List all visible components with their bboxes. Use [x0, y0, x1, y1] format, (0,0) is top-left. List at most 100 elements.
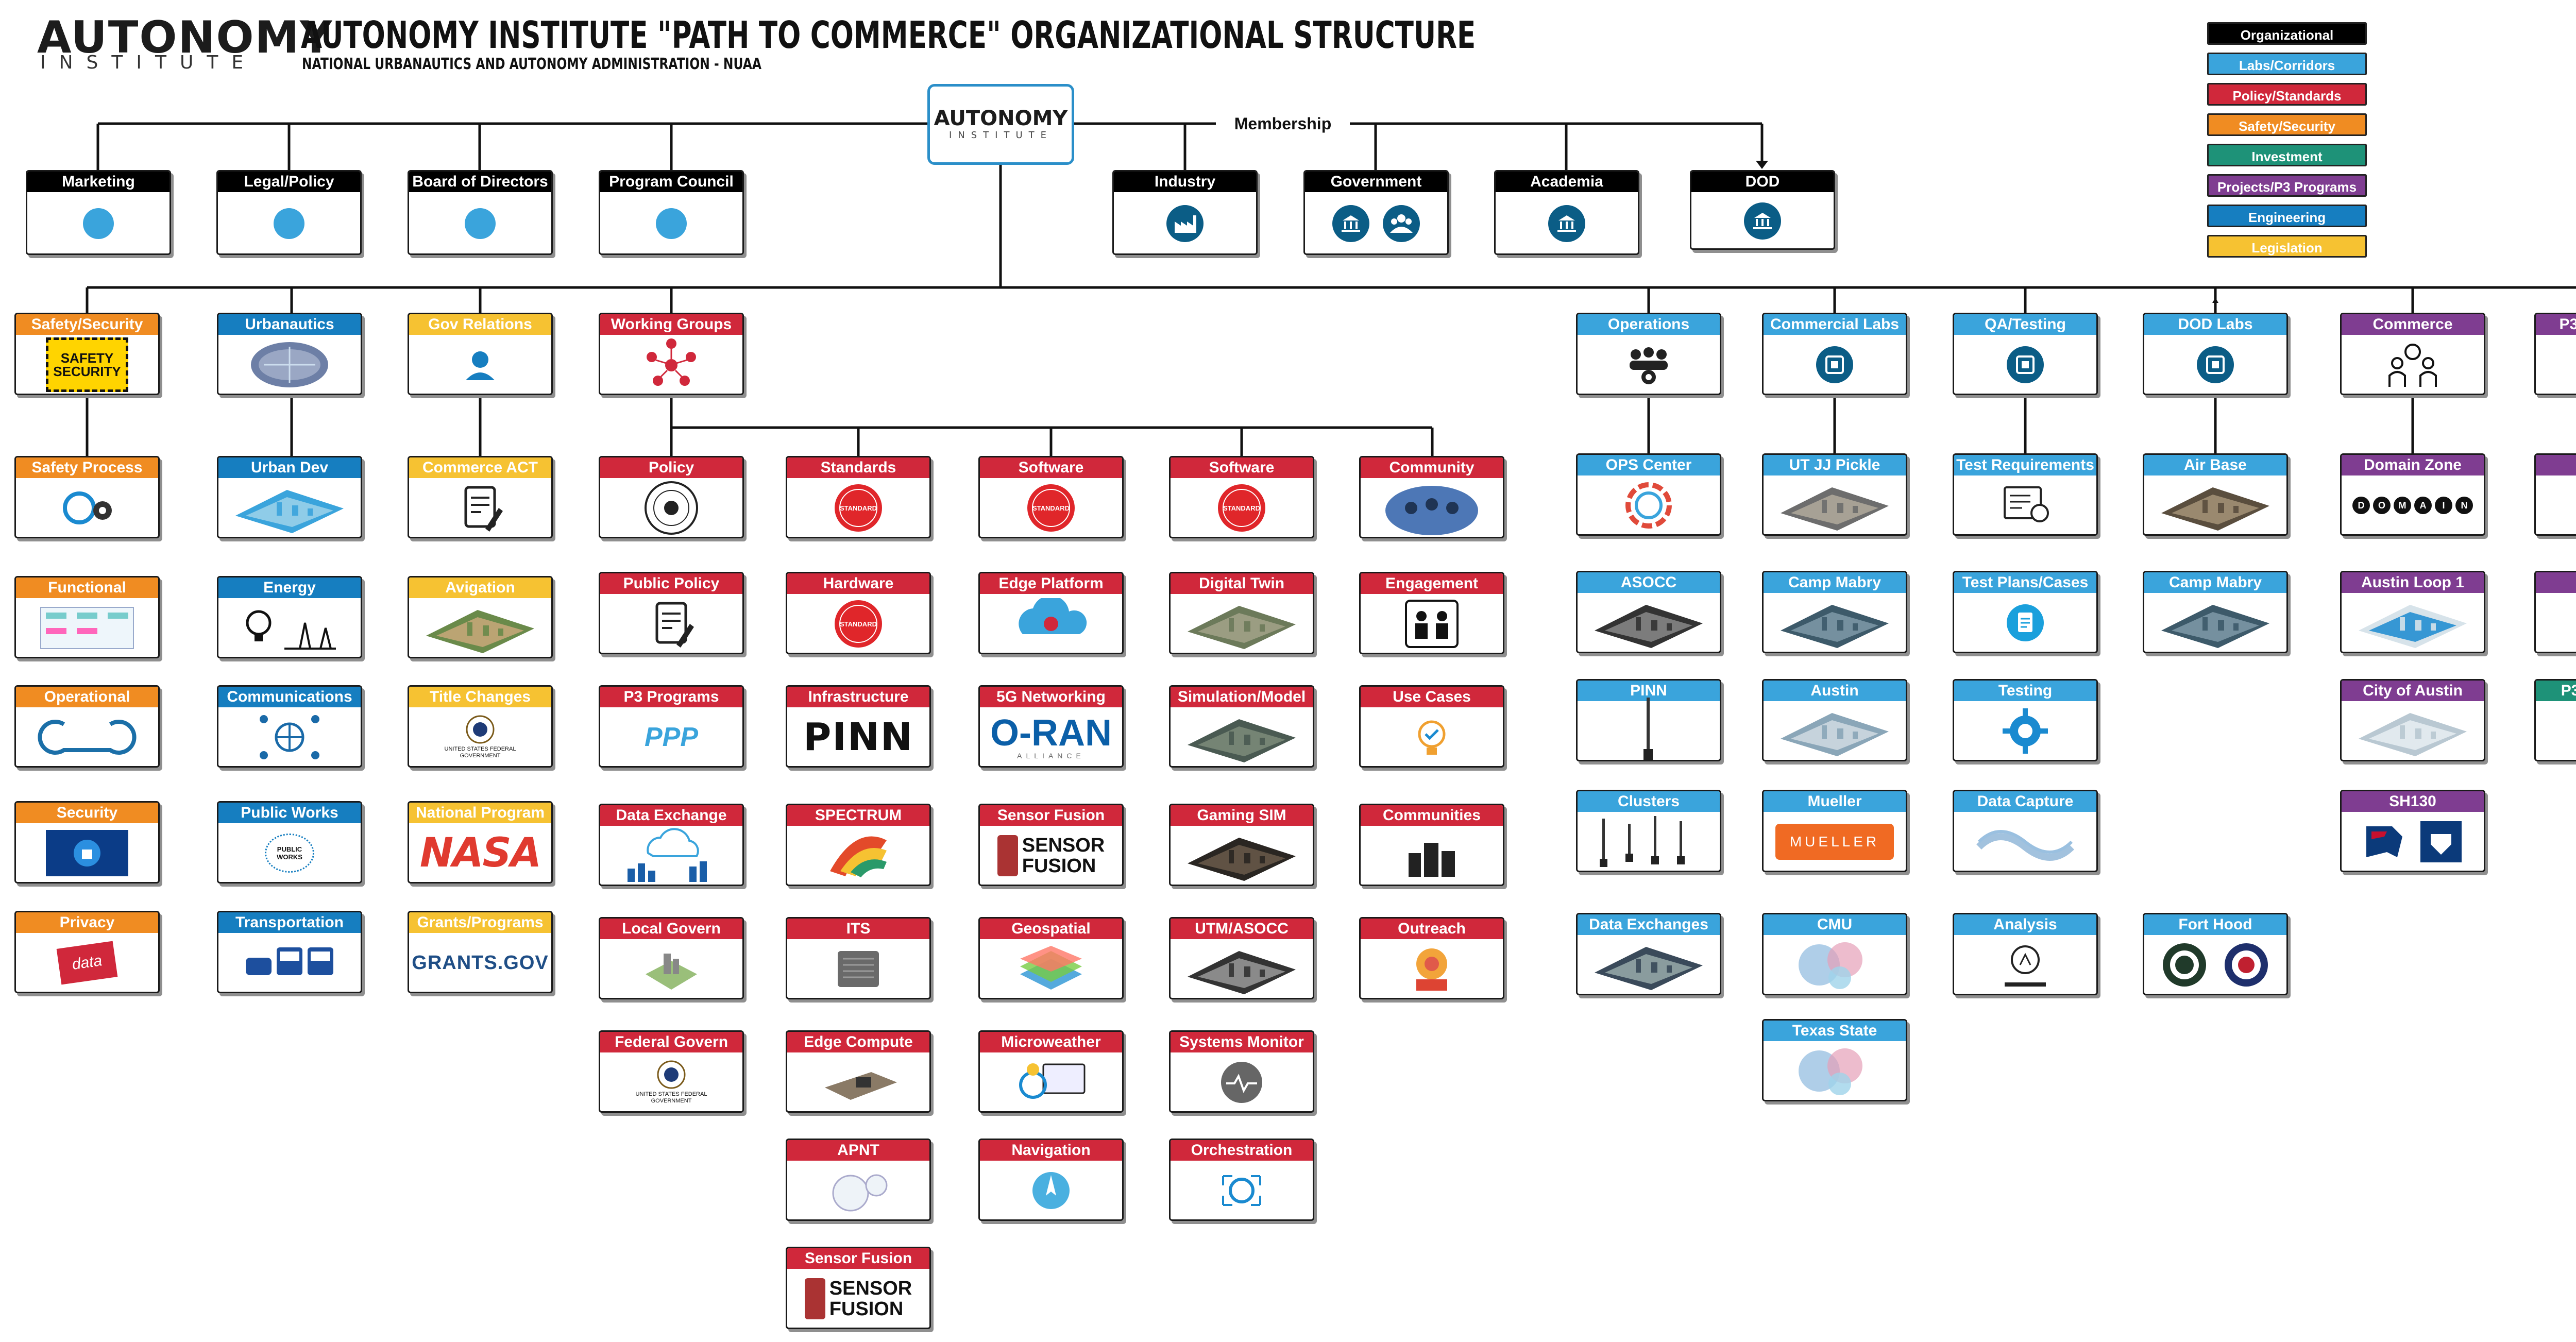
- node-edge-compute[interactable]: Edge Compute: [786, 1030, 931, 1113]
- p3-programs-icon: PPP: [600, 708, 742, 766]
- node-industry[interactable]: Industry: [1112, 170, 1258, 255]
- node-security[interactable]: Security: [14, 801, 160, 884]
- node-functional[interactable]: Functional: [14, 576, 160, 658]
- node-austin[interactable]: Austin: [1762, 679, 1907, 761]
- node-testing[interactable]: Testing: [1953, 679, 2098, 761]
- node-orchestration[interactable]: Orchestration: [1169, 1139, 1314, 1221]
- node-data-capture[interactable]: Data Capture: [1953, 790, 2098, 872]
- node-data-exchanges[interactable]: Data Exchanges: [1576, 913, 1721, 995]
- node-analysis[interactable]: Analysis: [1953, 913, 2098, 995]
- node-geospatial[interactable]: Geospatial: [978, 917, 1124, 999]
- data-privacy-icon: data: [56, 941, 118, 985]
- node-edge-platform[interactable]: Edge Platform: [978, 572, 1124, 654]
- node-test-plans-cases[interactable]: Test Plans/Cases: [1953, 571, 2098, 653]
- node-air-base[interactable]: Air Base: [2143, 453, 2288, 536]
- urbanautics-icon: [218, 336, 361, 394]
- node-dod[interactable]: DOD: [1690, 170, 1835, 250]
- node-transportation[interactable]: Transportation: [217, 911, 362, 993]
- node-asocc[interactable]: ASOCC: [1576, 571, 1721, 653]
- node-simulation-model[interactable]: Simulation/Model: [1169, 685, 1314, 768]
- node-working-groups[interactable]: Working Groups: [599, 313, 744, 395]
- node-safety-process[interactable]: Safety Process: [14, 456, 160, 538]
- node-fort-hood[interactable]: Fort Hood: [2143, 913, 2288, 995]
- node-urbanautics[interactable]: Urbanautics: [217, 313, 362, 395]
- node-outreach[interactable]: Outreach: [1359, 917, 1504, 999]
- node-commerce[interactable]: Commerce: [2340, 313, 2485, 395]
- node-digital-twin[interactable]: Digital Twin: [1169, 572, 1314, 654]
- node-cmu[interactable]: CMU: [1762, 913, 1907, 995]
- node-urban-dev[interactable]: Urban Dev: [217, 456, 362, 538]
- node-header: Navigation: [980, 1140, 1122, 1161]
- node-its[interactable]: ITS: [786, 917, 931, 999]
- data-exchange-icon: [600, 827, 742, 885]
- node-p3-investors[interactable]: P3 Investors: [2534, 679, 2576, 761]
- node-government[interactable]: Government: [1303, 170, 1449, 255]
- node-utm-asocc[interactable]: UTM/ASOCC: [1169, 917, 1314, 999]
- node-ops-center[interactable]: OPS Center: [1576, 453, 1721, 536]
- node-clusters[interactable]: Clusters: [1576, 790, 1721, 872]
- node-communities[interactable]: Communities: [1359, 804, 1504, 886]
- node-austin-loop-1[interactable]: Austin Loop 1: [2340, 571, 2485, 653]
- node-pinn[interactable]: PINN: [1576, 679, 1721, 761]
- node-program-council[interactable]: Program Council: [599, 170, 744, 255]
- node-qa-testing[interactable]: QA/Testing: [1953, 313, 2098, 395]
- node-board-of-directors[interactable]: Board of Directors: [408, 170, 553, 255]
- node-header: Board of Directors: [409, 172, 551, 192]
- node-gov-relations[interactable]: Gov Relations: [408, 313, 553, 395]
- node-test-requirements[interactable]: Test Requirements: [1953, 453, 2098, 536]
- node-sh130[interactable]: SH130: [2340, 790, 2485, 872]
- root-node-autonomy-institute[interactable]: AUTONOMY INSTITUTE: [927, 84, 1074, 165]
- node-avigation[interactable]: Avigation: [408, 576, 553, 658]
- node-operations[interactable]: Operations: [1576, 313, 1721, 395]
- node-header: Operational: [16, 687, 158, 707]
- node-texas-state[interactable]: Texas State: [1762, 1019, 1907, 1101]
- node-operational[interactable]: Operational: [14, 685, 160, 768]
- node-policy[interactable]: Policy: [599, 456, 744, 538]
- node-navigation[interactable]: Navigation: [978, 1139, 1124, 1221]
- node-dod-labs[interactable]: DOD Labs: [2143, 313, 2288, 395]
- node-commerce-act[interactable]: Commerce ACT: [408, 456, 553, 538]
- node-commercial-labs[interactable]: Commercial Labs: [1762, 313, 1907, 395]
- node-ut-jj-pickle[interactable]: UT JJ Pickle: [1762, 453, 1907, 536]
- node-marketing[interactable]: Marketing: [26, 170, 171, 255]
- node-apnt[interactable]: APNT: [786, 1139, 931, 1221]
- node-camp-mabry[interactable]: Camp Mabry: [2143, 571, 2288, 653]
- node-communications[interactable]: Communications: [217, 685, 362, 768]
- node-city-of-austin[interactable]: City of Austin: [2340, 679, 2485, 761]
- node-gaming-sim[interactable]: Gaming SIM: [1169, 804, 1314, 886]
- node-use-cases[interactable]: Use Cases: [1359, 685, 1504, 768]
- node-engagement[interactable]: Engagement: [1359, 572, 1504, 654]
- node-academia[interactable]: Academia: [1494, 170, 1639, 255]
- node-landco[interactable]: LandCoInfrastructure: [2534, 453, 2576, 536]
- node-spectrum[interactable]: SPECTRUM: [786, 804, 931, 886]
- node-microweather[interactable]: Microweather: [978, 1030, 1124, 1113]
- node-legal-policy[interactable]: Legal/Policy: [216, 170, 362, 255]
- node-public-policy[interactable]: Public Policy: [599, 572, 744, 654]
- node-camp-mabry[interactable]: Camp Mabry: [1762, 571, 1907, 653]
- node-data-exchange[interactable]: Data Exchange: [599, 804, 744, 886]
- node-energy[interactable]: Energy: [217, 576, 362, 658]
- node-local-govern[interactable]: Local Govern: [599, 917, 744, 999]
- node-community[interactable]: Community: [1359, 456, 1504, 538]
- node-systems-monitor[interactable]: Systems Monitor: [1169, 1030, 1314, 1113]
- node-opsco[interactable]: OpsCoInfrastructure: [2534, 571, 2576, 653]
